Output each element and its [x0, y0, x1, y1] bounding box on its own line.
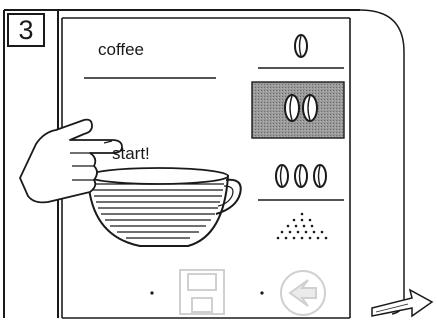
start-button-label[interactable]: start!: [112, 144, 150, 164]
save-icon[interactable]: [180, 270, 224, 314]
product-label: coffee: [98, 40, 144, 60]
coffee-cup-icon: [88, 168, 241, 246]
step-number: 3: [8, 14, 44, 46]
strength-option-strong[interactable]: [276, 165, 326, 187]
strength-option-medium[interactable]: [252, 82, 344, 138]
flow-arrow: [360, 10, 432, 316]
separator-dots: [150, 291, 263, 294]
strength-option-mild[interactable]: [295, 35, 307, 57]
back-arrow-icon[interactable]: [281, 271, 325, 315]
ground-coffee-option[interactable]: [277, 213, 328, 240]
